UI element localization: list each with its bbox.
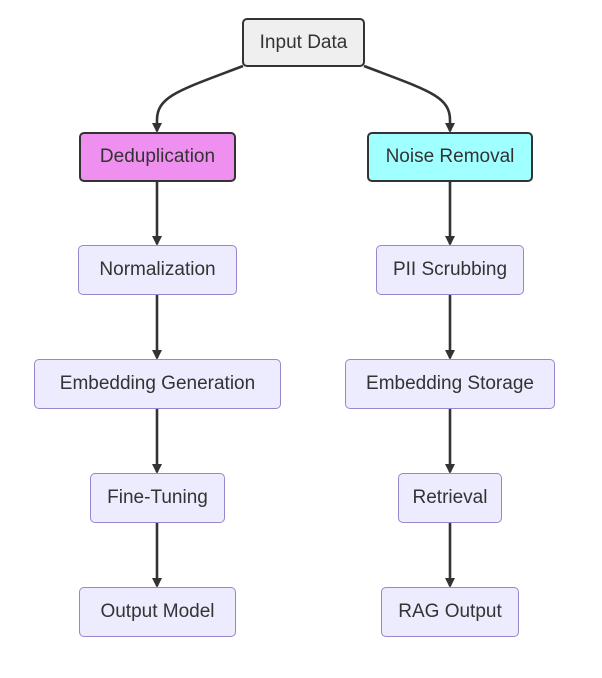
- node-embedding-generation: Embedding Generation: [34, 359, 281, 409]
- edge-input-to-deduplication: [152, 64, 244, 133]
- node-rag-output: RAG Output: [381, 587, 519, 637]
- node-fine-tuning: Fine-Tuning: [90, 473, 225, 523]
- node-normalization: Normalization: [78, 245, 237, 295]
- node-deduplication: Deduplication: [79, 132, 236, 182]
- node-pii-scrubbing: PII Scrubbing: [376, 245, 524, 295]
- node-embedding-storage: Embedding Storage: [345, 359, 555, 409]
- node-retrieval: Retrieval: [398, 473, 502, 523]
- edge-input-to-noise-removal: [363, 64, 455, 133]
- node-input-data: Input Data: [242, 18, 365, 67]
- node-noise-removal: Noise Removal: [367, 132, 533, 182]
- node-output-model: Output Model: [79, 587, 236, 637]
